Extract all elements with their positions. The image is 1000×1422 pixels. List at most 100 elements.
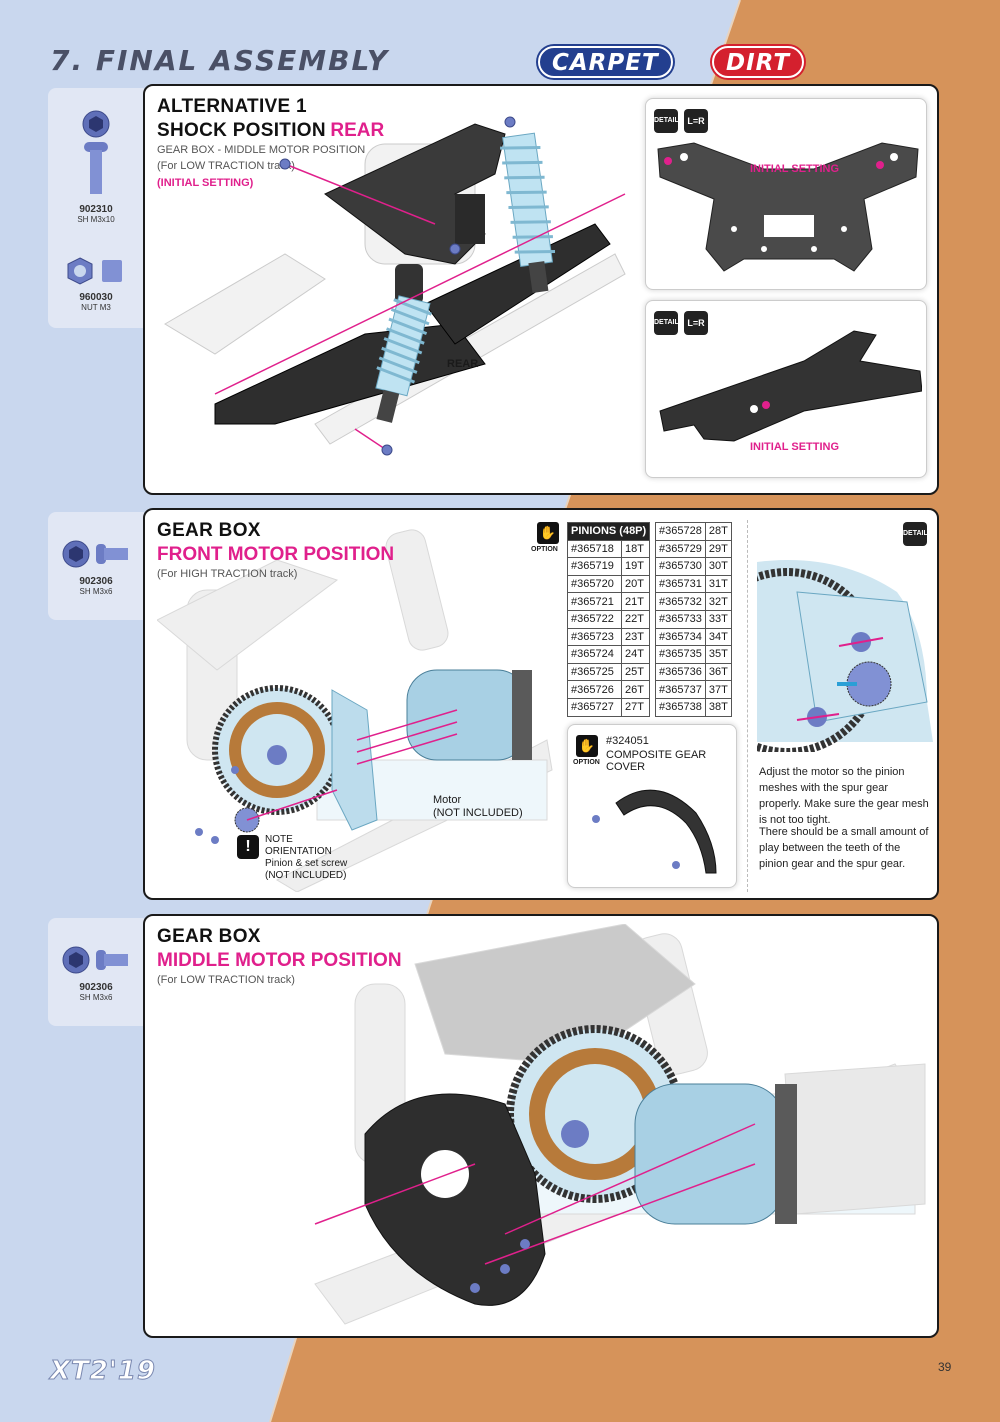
- pinions-header: PINIONS (48P): [566, 522, 651, 541]
- page-number: 39: [938, 1360, 952, 1374]
- pinion-code: #365719: [566, 557, 623, 576]
- note-title: NOTE: [265, 834, 293, 845]
- pinion-code: #365724: [566, 645, 623, 664]
- suspension-arm-part: [659, 330, 922, 442]
- pinion-code: #365731: [655, 574, 706, 594]
- motor-label: Motor: [433, 794, 462, 806]
- pinion-teeth: 35T: [704, 645, 732, 664]
- pinion-code: #365729: [655, 539, 706, 559]
- section-front-motor-position: GEAR BOX FRONT MOTOR POSITION (For HIGH …: [143, 508, 939, 900]
- pinion-code: #365727: [566, 697, 623, 717]
- rear-tag: REAR: [447, 358, 479, 370]
- pinion-teeth: 34T: [704, 627, 732, 647]
- pinion-teeth: 18T: [621, 539, 651, 559]
- divider: [747, 520, 748, 892]
- parts-sidebar-3: 902306 SH M3x6: [48, 918, 144, 1026]
- shock-tower-part: [657, 142, 919, 272]
- pinion-code: #365730: [655, 557, 706, 576]
- cover-name: COMPOSITE GEAR COVER: [606, 749, 707, 773]
- section1-title-line1: ALTERNATIVE 1: [157, 96, 307, 117]
- screw-icon: [62, 946, 128, 974]
- initial-setting-label-top: INITIAL SETTING: [750, 163, 840, 175]
- pinion-teeth: 33T: [704, 609, 732, 629]
- part-code-902310: 902310: [79, 204, 113, 215]
- pinion-code: #365720: [566, 574, 623, 594]
- note-not-included: (NOT INCLUDED): [265, 870, 347, 881]
- screw-icon: [82, 110, 110, 194]
- gear-cover-part: [592, 789, 717, 874]
- pinion-code: #365723: [566, 627, 623, 647]
- section2-note-traction: (For HIGH TRACTION track): [157, 568, 298, 580]
- pinion-code: #365722: [566, 609, 623, 629]
- pinion-code: #365725: [566, 662, 623, 682]
- xt2-logo: XT2'19: [49, 1356, 157, 1387]
- section3-title-line2: MIDDLE MOTOR POSITION: [157, 950, 402, 971]
- pinion-teeth: 28T: [704, 522, 732, 541]
- section2-title-line1: GEAR BOX: [157, 520, 261, 541]
- cover-option-label: OPTION: [573, 759, 600, 766]
- pinion-code: #365736: [655, 662, 706, 682]
- pinion-code: #365734: [655, 627, 706, 647]
- option-icon: ✋: [537, 522, 559, 544]
- part-desc-902310: SH M3x10: [77, 215, 115, 224]
- parts-sidebar-1: 902310 SH M3x10 960030 NUT M3: [48, 88, 144, 328]
- middle-motor-illustration: [314, 924, 926, 1325]
- dirt-badge: DIRT: [712, 46, 805, 78]
- part-code-902306: 902306: [79, 982, 113, 993]
- option-label: OPTION: [531, 546, 558, 553]
- pinion-teeth: 23T: [621, 627, 651, 647]
- pinion-teeth: 36T: [704, 662, 732, 682]
- motor-not-included: (NOT INCLUDED): [433, 807, 523, 819]
- arm-detail-inset: DETAIL L=R INITIAL SETTING: [645, 300, 927, 478]
- front-motor-illustration: [157, 529, 553, 892]
- pinion-teeth: 38T: [704, 697, 732, 717]
- pinion-teeth: 19T: [621, 557, 651, 576]
- pinion-code: #365728: [655, 522, 706, 541]
- pinion-code: #365735: [655, 645, 706, 664]
- detail-icon: DETAIL: [903, 522, 928, 546]
- nut-icon: [67, 257, 122, 285]
- pinion-teeth: 24T: [621, 645, 651, 664]
- section1-title-black: SHOCK POSITION: [157, 120, 326, 141]
- part-desc-902306: SH M3x6: [79, 993, 113, 1002]
- shock-tower-detail-inset: DETAIL L=R INITIAL SETTING: [645, 98, 927, 290]
- gear-play-paragraph: There should be a small amount of play b…: [759, 826, 929, 870]
- pinion-code: #365718: [566, 539, 623, 559]
- pinion-teeth: 29T: [704, 539, 732, 559]
- pinion-teeth: 20T: [621, 574, 651, 594]
- section3-note-traction: (For LOW TRACTION track): [157, 974, 295, 986]
- note-orientation: ORIENTATION: [265, 846, 332, 857]
- lr-icon: L=R: [684, 311, 708, 335]
- pinion-teeth: 22T: [621, 609, 651, 629]
- section1-note-initial: (INITIAL SETTING): [157, 177, 254, 189]
- part-code-960030: 960030: [79, 292, 113, 303]
- pinion-code: #365737: [655, 680, 706, 699]
- pinion-code: #365732: [655, 592, 706, 611]
- gear-cover-option-inset: ✋ OPTION #324051 COMPOSITE GEAR COVER: [567, 724, 737, 888]
- detail-icon: DETAIL: [654, 109, 679, 133]
- part-code-902306: 902306: [79, 576, 113, 587]
- gear-mesh-detail: [757, 560, 933, 752]
- pinion-teeth: 37T: [704, 680, 732, 699]
- pinion-code: #365733: [655, 609, 706, 629]
- warning-icon: !: [237, 835, 259, 859]
- section3-title-line1: GEAR BOX: [157, 926, 261, 947]
- pinion-teeth: 25T: [621, 662, 651, 682]
- section-middle-motor-position: GEAR BOX MIDDLE MOTOR POSITION (For LOW …: [143, 914, 939, 1338]
- carpet-badge: CARPET: [538, 46, 673, 78]
